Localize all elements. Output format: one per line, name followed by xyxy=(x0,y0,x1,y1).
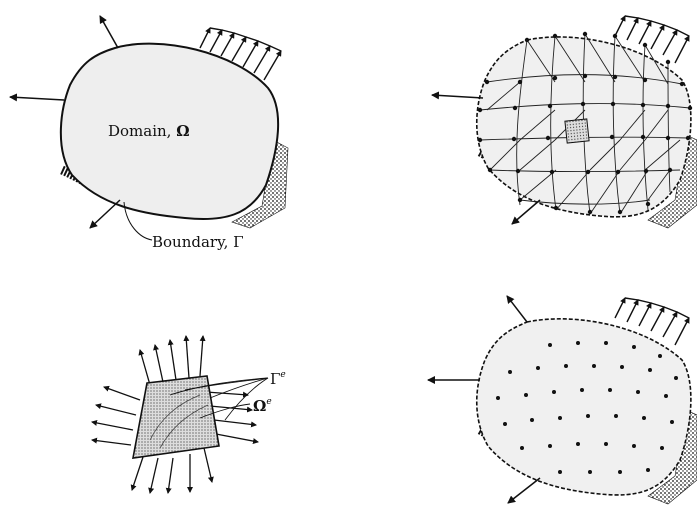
domain-shape xyxy=(59,42,280,221)
mesh-grid-lines xyxy=(479,33,691,215)
mesh-nodes xyxy=(477,31,693,215)
roller-support-dotted xyxy=(231,139,289,229)
load-arrow-bottom xyxy=(89,199,121,229)
boundary-leader-line xyxy=(123,201,153,241)
element-interior-curves xyxy=(149,394,209,449)
highlighted-element xyxy=(564,118,590,144)
load-arrow-bottom xyxy=(507,477,541,504)
element-square xyxy=(132,375,220,459)
distributed-load xyxy=(614,297,690,346)
panel-continuum: Domain, Ω Boundary, Γ xyxy=(9,15,289,251)
load-arrow-top xyxy=(506,295,528,323)
panel-mesh xyxy=(431,15,697,229)
load-arrow-top xyxy=(99,15,119,49)
element-boundary-label: Γe xyxy=(270,370,286,388)
distributed-load xyxy=(614,15,690,64)
element-normal-arrows xyxy=(91,335,259,494)
field-nodes xyxy=(496,341,678,474)
load-arrow-left xyxy=(9,93,65,102)
boundary-leader-lines xyxy=(169,377,269,421)
element-domain-label: Ωe xyxy=(253,397,272,415)
boundary-label: Boundary, Γ xyxy=(152,233,244,251)
load-arrow-bottom xyxy=(511,199,541,225)
load-arrow-left xyxy=(431,91,484,100)
domain-label: Domain, Ω xyxy=(108,122,190,140)
meshless-boundary xyxy=(475,318,692,496)
distributed-load xyxy=(199,27,282,81)
panel-element: Γe Ωe xyxy=(91,335,286,494)
panel-meshless xyxy=(427,295,697,505)
